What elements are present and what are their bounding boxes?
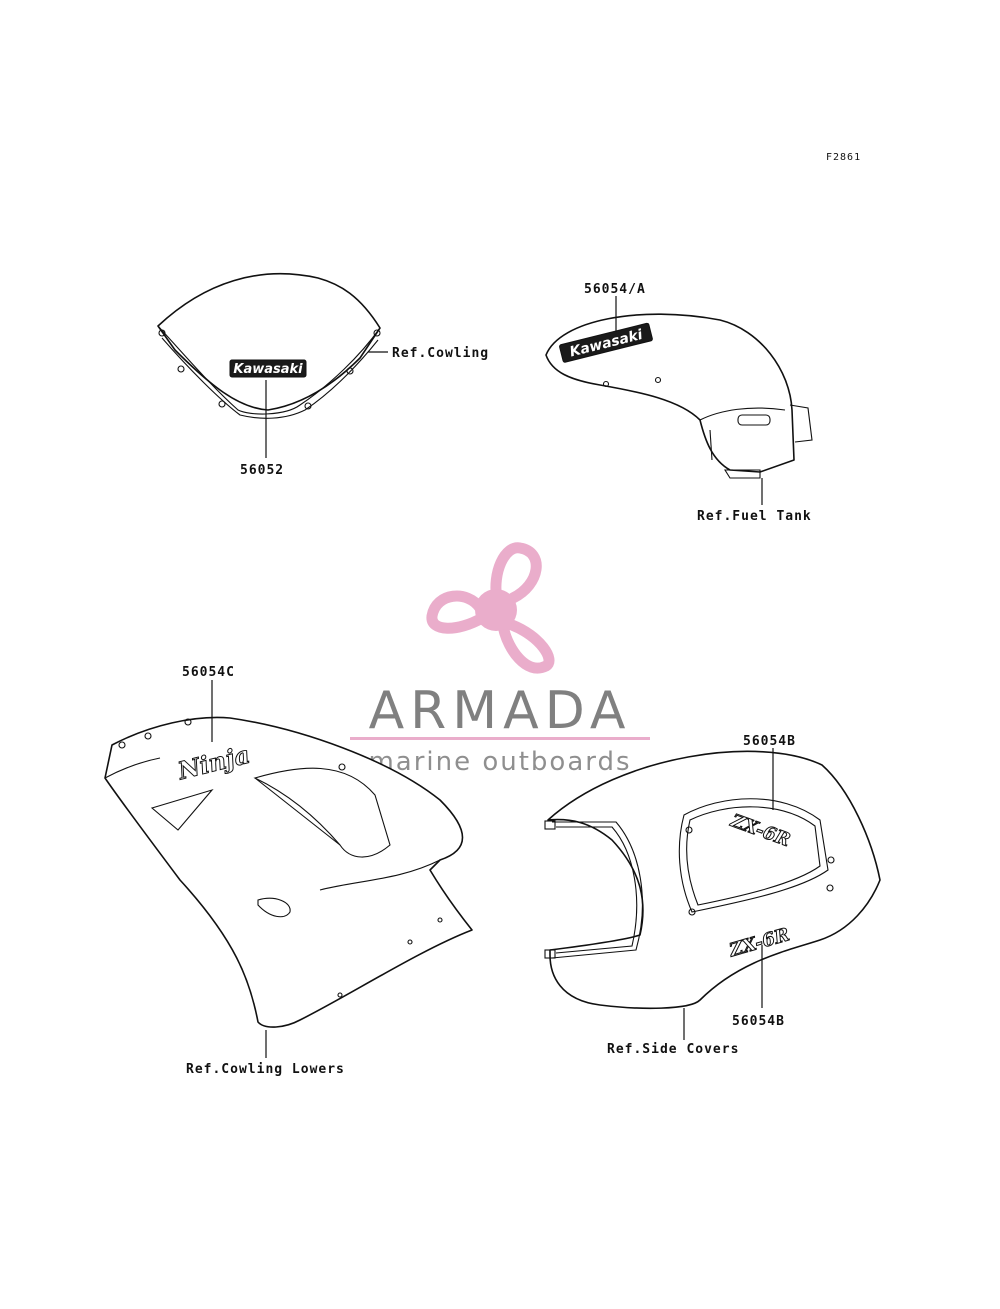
tail-cowl[interactable] [547, 750, 881, 1010]
tail-cowl-group: ZX-6R ZX-6R [544, 750, 881, 1010]
watermark: ARMADA marine outboards [350, 542, 650, 777]
windshield-logo-decal[interactable]: Kawasaki [229, 359, 307, 378]
label-56054b-bottom[interactable]: 56054B [732, 1014, 785, 1029]
label-ref-side-covers[interactable]: Ref.Side Covers [607, 1042, 739, 1057]
label-ref-fuel-tank[interactable]: Ref.Fuel Tank [697, 509, 812, 524]
cowling-group: Ninja [104, 716, 473, 1028]
windshield[interactable] [157, 272, 381, 411]
propeller-logo [426, 542, 555, 674]
watermark-subtitle: marine outboards [368, 747, 631, 777]
label-56054-a[interactable]: 56054/A [584, 282, 646, 297]
windshield-logo-text: Kawasaki [233, 362, 303, 377]
fuel-tank-group: Kawasaki [545, 313, 813, 479]
fuel-tank[interactable] [545, 313, 795, 473]
label-56054c[interactable]: 56054C [182, 665, 235, 680]
windshield-group: Kawasaki [157, 272, 381, 419]
watermark-title: ARMADA [369, 681, 632, 741]
figure-code: F2861 [826, 152, 861, 163]
label-56052[interactable]: 56052 [240, 463, 284, 478]
label-56054b-top[interactable]: 56054B [743, 734, 796, 749]
label-ref-cowling-lowers[interactable]: Ref.Cowling Lowers [186, 1062, 345, 1077]
label-ref-cowling[interactable]: Ref.Cowling [392, 346, 489, 361]
